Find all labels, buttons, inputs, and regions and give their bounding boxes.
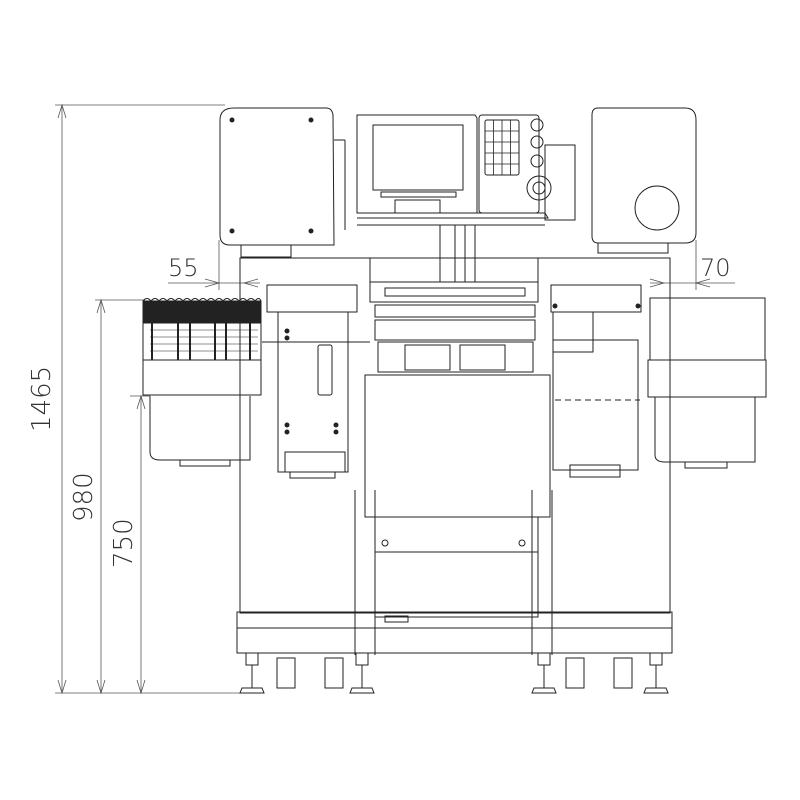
foot-1 — [239, 652, 265, 694]
dim-1465: 1465 — [27, 366, 57, 432]
leveling-feet — [239, 652, 669, 694]
control-panel — [356, 114, 576, 282]
knob-2 — [530, 135, 544, 149]
caster-3 — [565, 657, 585, 689]
left-reel-feeder — [142, 298, 262, 467]
knob-3 — [530, 154, 544, 168]
jog-dial — [526, 175, 552, 201]
base-frame — [236, 490, 673, 655]
foot-2 — [349, 652, 375, 694]
display-screen — [372, 124, 464, 191]
caster-2 — [324, 657, 344, 689]
left-top-cabinet — [219, 107, 346, 258]
left-cassette-unit — [262, 284, 370, 479]
dim-750: 750 — [109, 518, 139, 568]
casters — [276, 657, 633, 689]
knob-1 — [530, 118, 544, 132]
right-tray-feeder — [647, 297, 767, 469]
main-frame — [239, 257, 671, 614]
caster-1 — [276, 657, 296, 689]
center-lower-cabinet — [364, 374, 551, 623]
dimension-labels: 1465 980 750 55 70 — [27, 254, 731, 568]
dim-55: 55 — [168, 254, 199, 282]
foot-4 — [643, 652, 669, 694]
dim-70: 70 — [700, 254, 731, 282]
right-top-cabinet — [591, 107, 697, 254]
dim-980: 980 — [69, 472, 99, 522]
dimension-lines — [55, 103, 735, 695]
right-cassette-unit — [550, 284, 642, 478]
foot-3 — [531, 652, 557, 694]
caster-4 — [613, 657, 633, 689]
round-port — [634, 185, 680, 231]
